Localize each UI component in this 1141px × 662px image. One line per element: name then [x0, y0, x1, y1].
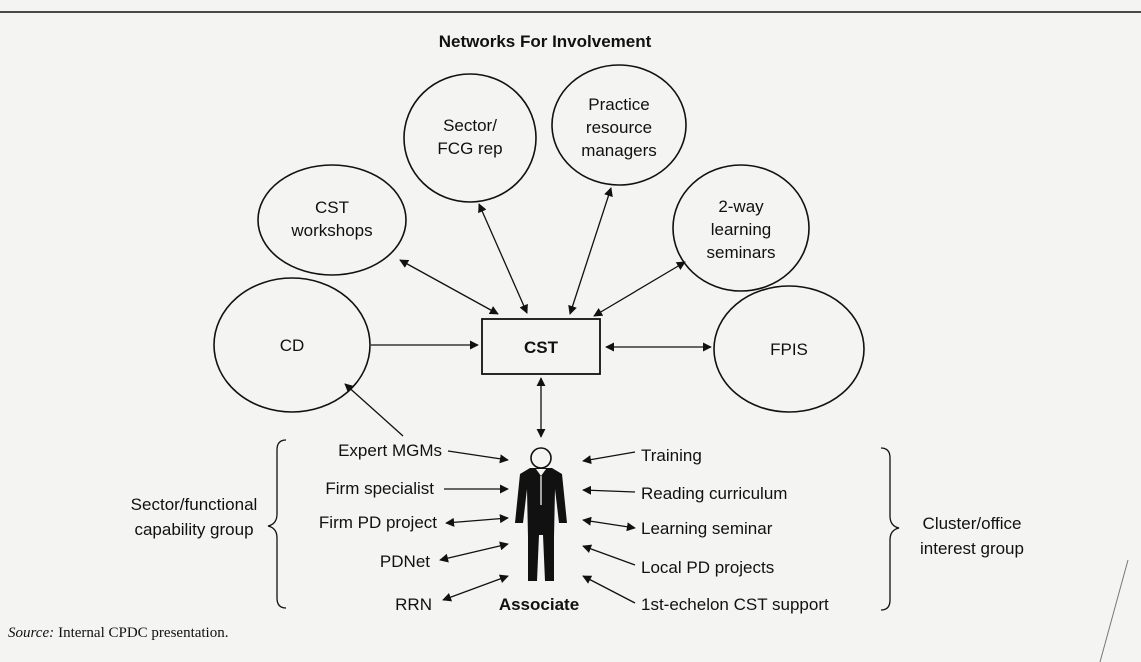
cst-label: CST [524, 338, 559, 357]
left-group-line1: Sector/functional [131, 495, 258, 514]
arrow-expert-cd [344, 383, 404, 437]
oval-sector-line2: FCG rep [437, 139, 502, 158]
right-item-training: Training [641, 446, 702, 465]
oval-cst-workshops: CST workshops [257, 164, 407, 276]
arrow-rrn-associate [442, 574, 509, 602]
oval-workshops-line2: workshops [290, 221, 372, 240]
oval-fpis-label: FPIS [770, 340, 808, 359]
left-group-line2: capability group [134, 520, 253, 539]
oval-sector-line1: Sector/ [443, 116, 497, 135]
oval-sector-fcg-rep: Sector/ FCG rep [403, 73, 537, 203]
arrow-expert-associate [447, 450, 509, 464]
left-item-rrn: RRN [395, 595, 432, 614]
source-text: Internal CPDC presentation. [58, 625, 228, 641]
arrow-associate-cstsupport [582, 575, 636, 604]
oval-seminars-line3: seminars [707, 243, 776, 262]
arrow-seminar-associate [582, 516, 636, 532]
left-item-firm-pd-project: Firm PD project [319, 513, 437, 532]
oval-2way-learning-seminars: 2-way learning seminars [672, 164, 810, 292]
source-note: Source:Internal CPDC presentation. [8, 625, 228, 641]
oval-cd: CD [213, 277, 371, 413]
right-item-cst-support: 1st-echelon CST support [641, 595, 829, 614]
source-label: Source: [8, 625, 54, 641]
right-item-local-pd-projects: Local PD projects [641, 558, 774, 577]
oval-fpis: FPIS [713, 285, 865, 413]
right-group-line2: interest group [920, 539, 1024, 558]
left-brace [267, 439, 287, 609]
oval-practice-line3: managers [581, 141, 657, 160]
oval-seminars-line1: 2-way [718, 197, 764, 216]
arrow-seminars-cst [593, 261, 686, 317]
associate-label: Associate [499, 595, 579, 614]
arrow-associate-localpd [582, 544, 636, 566]
oval-seminars-line2: learning [711, 220, 772, 239]
oval-practice-line2: resource [586, 118, 652, 137]
right-item-learning-seminar: Learning seminar [641, 519, 773, 538]
cst-box: CST [481, 318, 601, 375]
left-item-firm-specialist: Firm specialist [325, 479, 434, 498]
arrow-sector-cst [478, 203, 528, 314]
oval-cd-label: CD [280, 336, 305, 355]
arrow-workshops-cst [399, 259, 499, 315]
arrow-pdproject-associate [445, 514, 509, 527]
associate-person-icon [515, 447, 567, 581]
diagram-title: Networks For Involvement [439, 32, 652, 51]
right-item-reading-curriculum: Reading curriculum [641, 484, 787, 503]
arrow-pdnet-associate [439, 541, 509, 563]
left-item-expert-mgms: Expert MGMs [338, 441, 442, 460]
page-edge-line [1099, 559, 1129, 662]
oval-practice-line1: Practice [588, 95, 649, 114]
arrow-practice-cst [568, 187, 613, 315]
oval-workshops-line1: CST [315, 198, 349, 217]
oval-practice-resource-managers: Practice resource managers [551, 64, 687, 186]
right-brace [880, 447, 900, 611]
arrow-reading-associate [582, 485, 636, 495]
left-item-pdnet: PDNet [380, 552, 430, 571]
arrow-training-associate [582, 451, 636, 465]
right-group-line1: Cluster/office [923, 514, 1022, 533]
